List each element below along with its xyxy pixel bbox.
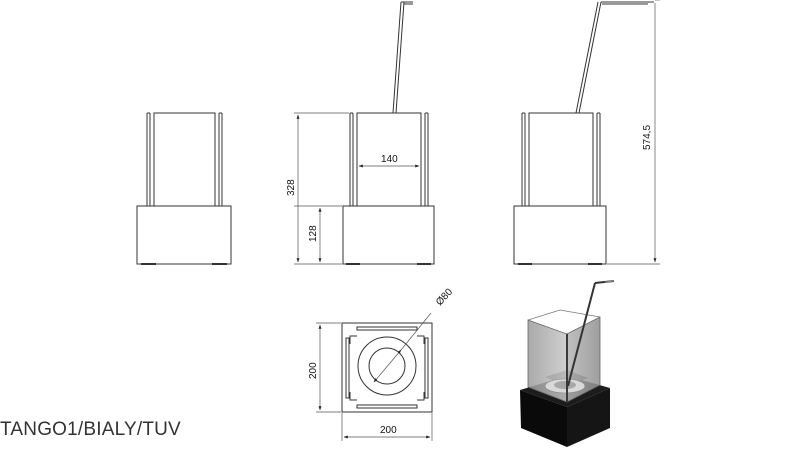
dimension-width-200: 200 bbox=[380, 425, 397, 436]
top-view bbox=[341, 322, 433, 413]
dimension-140: 140 bbox=[381, 154, 398, 165]
dimension-328: 328 bbox=[286, 179, 297, 196]
dimension-depth-200: 200 bbox=[308, 362, 319, 379]
front-view-center bbox=[342, 1, 435, 265]
center-dimension-lines bbox=[294, 112, 420, 265]
dimension-128: 128 bbox=[308, 225, 319, 242]
dimension-574-5: 574,5 bbox=[642, 125, 653, 150]
perspective-render bbox=[520, 280, 615, 447]
product-caption: TANGO1/BIALY/TUV bbox=[0, 419, 181, 440]
height-dimension-line bbox=[607, 0, 660, 265]
side-view-right bbox=[513, 1, 654, 265]
front-view-left bbox=[136, 112, 232, 265]
dimension-diameter-80: Ø80 bbox=[434, 286, 455, 308]
top-view-dimension-lines bbox=[316, 312, 433, 441]
